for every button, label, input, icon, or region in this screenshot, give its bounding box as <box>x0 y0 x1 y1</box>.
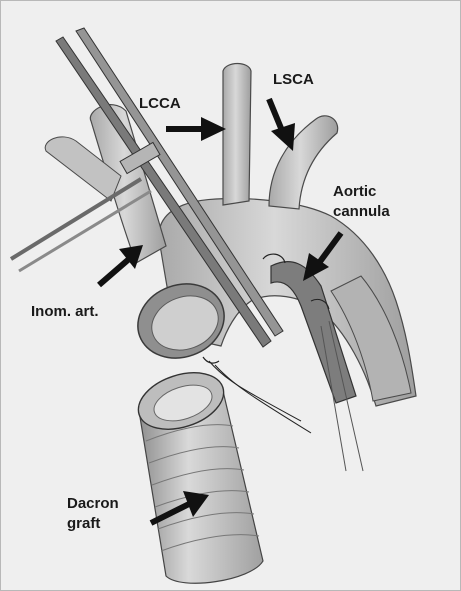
arrow-inom-art <box>97 245 143 288</box>
arrow-lsca <box>266 97 295 151</box>
left-subclavian-artery <box>268 115 339 210</box>
label-dacron-graft-line2: graft <box>67 515 101 532</box>
innominate-branch <box>44 136 122 202</box>
aortic-cannula <box>262 253 364 472</box>
vascular-clamp <box>55 27 284 348</box>
label-lsca: LSCA <box>273 71 314 88</box>
arrow-aortic-cannula <box>303 231 344 281</box>
label-lcca: LCCA <box>139 95 181 112</box>
label-inom-art: Inom. art. <box>31 303 99 320</box>
left-common-carotid-artery <box>222 62 252 206</box>
retractor <box>9 177 152 273</box>
arrow-dacron-graft <box>149 491 209 526</box>
label-dacron-graft-line1: Dacron <box>67 495 119 512</box>
descending-aorta <box>330 275 412 402</box>
suture-lines <box>202 356 312 434</box>
label-aortic-cannula-line2: cannula <box>333 203 390 220</box>
arrow-lcca <box>166 117 226 141</box>
aortic-opening-inner <box>151 295 219 351</box>
label-aortic-cannula-line1: Aortic <box>333 183 377 200</box>
dacron-graft <box>137 372 264 584</box>
